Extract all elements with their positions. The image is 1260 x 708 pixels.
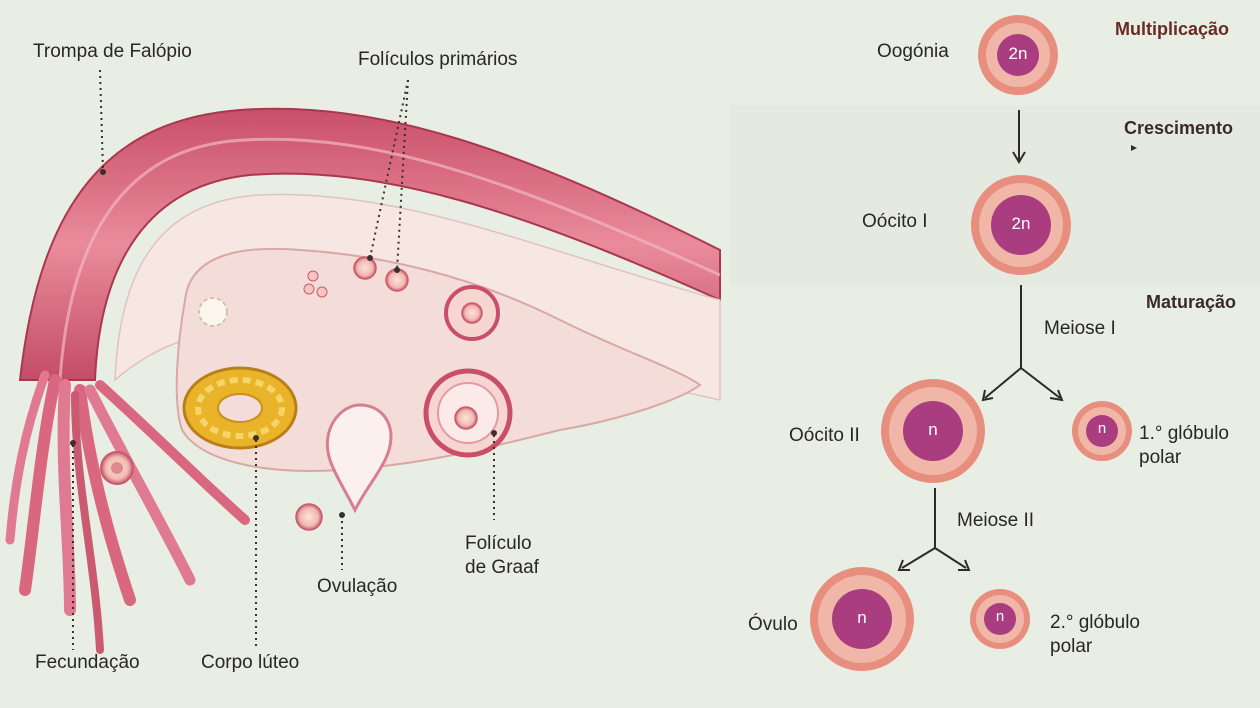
corpus-luteum	[182, 366, 298, 450]
label-oocito1: Oócito I	[862, 211, 928, 232]
label-meiose2: Meiose II	[957, 510, 1035, 531]
label-oogonia: Oogónia	[877, 41, 949, 62]
label-foliculo-graaf-line2: de Graaf	[465, 557, 539, 578]
label-ovulacao: Ovulação	[317, 576, 398, 597]
cell-oocito2	[881, 379, 985, 483]
cell-oocito1	[971, 175, 1071, 275]
stage-maturacao: Maturação	[1146, 292, 1237, 312]
label-meiose1: Meiose I	[1044, 318, 1116, 339]
ploidy-globulo1: n	[1097, 420, 1107, 437]
label-fecundacao: Fecundação	[35, 652, 140, 673]
ovary-illustration	[5, 69, 721, 654]
label-corpo-luteo: Corpo lúteo	[201, 652, 300, 673]
corpus-albicans	[198, 297, 228, 327]
label-globulo2-line1: 2.° glóbulo	[1050, 612, 1140, 633]
ploidy-globulo2: n	[995, 608, 1005, 625]
cell-globulo1	[1072, 401, 1132, 461]
ovary	[175, 247, 702, 472]
ploidy-ovulo: n	[857, 608, 867, 627]
stage-multiplicacao: Multiplicação	[1115, 19, 1230, 39]
ploidy-oocito2: n	[928, 420, 938, 439]
leader-primarios-1	[369, 79, 409, 259]
ploidy-oogonia: 2n	[1008, 44, 1028, 63]
label-globulo2-line2: polar	[1050, 636, 1093, 657]
label-globulo1-line2: polar	[1139, 447, 1182, 468]
primary-follicle	[353, 256, 377, 280]
label-globulo1-line1: 1.° glóbulo	[1139, 423, 1229, 444]
released-oocyte	[295, 503, 323, 531]
label-trompa: Trompa de Falópio	[33, 41, 192, 62]
ploidy-oocito1: 2n	[1011, 214, 1031, 233]
ovulation-rupture	[325, 403, 393, 514]
leader-primarios-2	[396, 79, 409, 271]
label-ovulo: Óvulo	[748, 614, 798, 635]
fimbriae	[5, 370, 250, 654]
fallopian-tube	[18, 107, 721, 381]
label-oocito2: Oócito II	[789, 425, 860, 446]
cell-oogonia	[978, 15, 1058, 95]
label-foliculos-primarios: Folículos primários	[358, 49, 518, 70]
label-foliculo-graaf-line1: Folículo	[465, 533, 532, 554]
cell-ovulo	[810, 567, 914, 671]
cell-globulo2	[970, 589, 1030, 649]
stage-crescimento: Crescimento	[1124, 118, 1234, 138]
